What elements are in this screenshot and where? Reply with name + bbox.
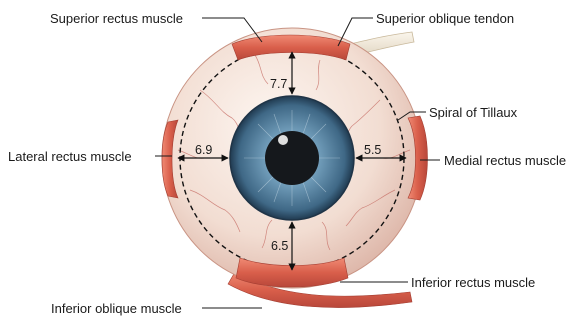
medial-distance-value: 5.5 (364, 143, 381, 157)
superior-distance-value: 7.7 (270, 77, 287, 91)
corneal-reflection (278, 135, 288, 145)
inferior-rectus-label: Inferior rectus muscle (411, 275, 535, 290)
inferior-oblique-label: Inferior oblique muscle (51, 301, 182, 316)
lateral-rectus-label: Lateral rectus muscle (8, 149, 132, 164)
spiral-of-tillaux-label: Spiral of Tillaux (429, 105, 518, 120)
superior-oblique-label: Superior oblique tendon (376, 11, 514, 26)
lateral-distance-value: 6.9 (195, 143, 212, 157)
superior-rectus-label: Superior rectus muscle (50, 11, 183, 26)
inferior-distance-value: 6.5 (271, 239, 288, 253)
pupil (265, 131, 319, 185)
medial-rectus-label: Medial rectus muscle (444, 153, 566, 168)
